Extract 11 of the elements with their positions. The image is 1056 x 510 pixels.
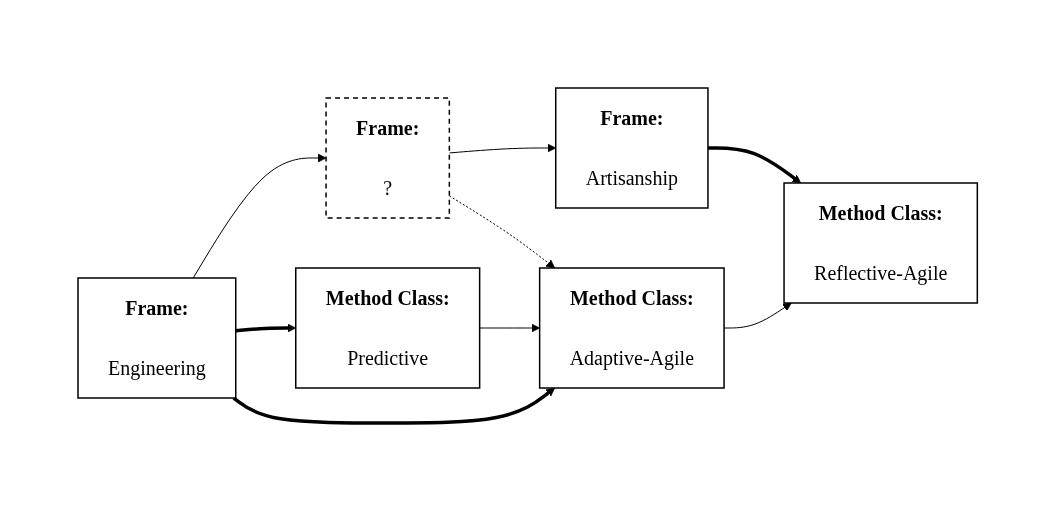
node-box: Method Class: Reflective-Agile	[783, 181, 979, 304]
node-box: Frame: Artisanship	[555, 86, 710, 209]
arrow	[449, 143, 557, 153]
arrow	[233, 387, 556, 425]
node-box: Frame: ?	[325, 96, 451, 219]
node-box: Method Class: Predictive	[295, 266, 481, 389]
node-box: Method Class: Adaptive-Agile	[539, 266, 726, 389]
arrow	[708, 145, 802, 183]
arrow	[449, 194, 556, 268]
node-box: Frame: Engineering	[77, 276, 237, 399]
arrow	[193, 153, 327, 278]
